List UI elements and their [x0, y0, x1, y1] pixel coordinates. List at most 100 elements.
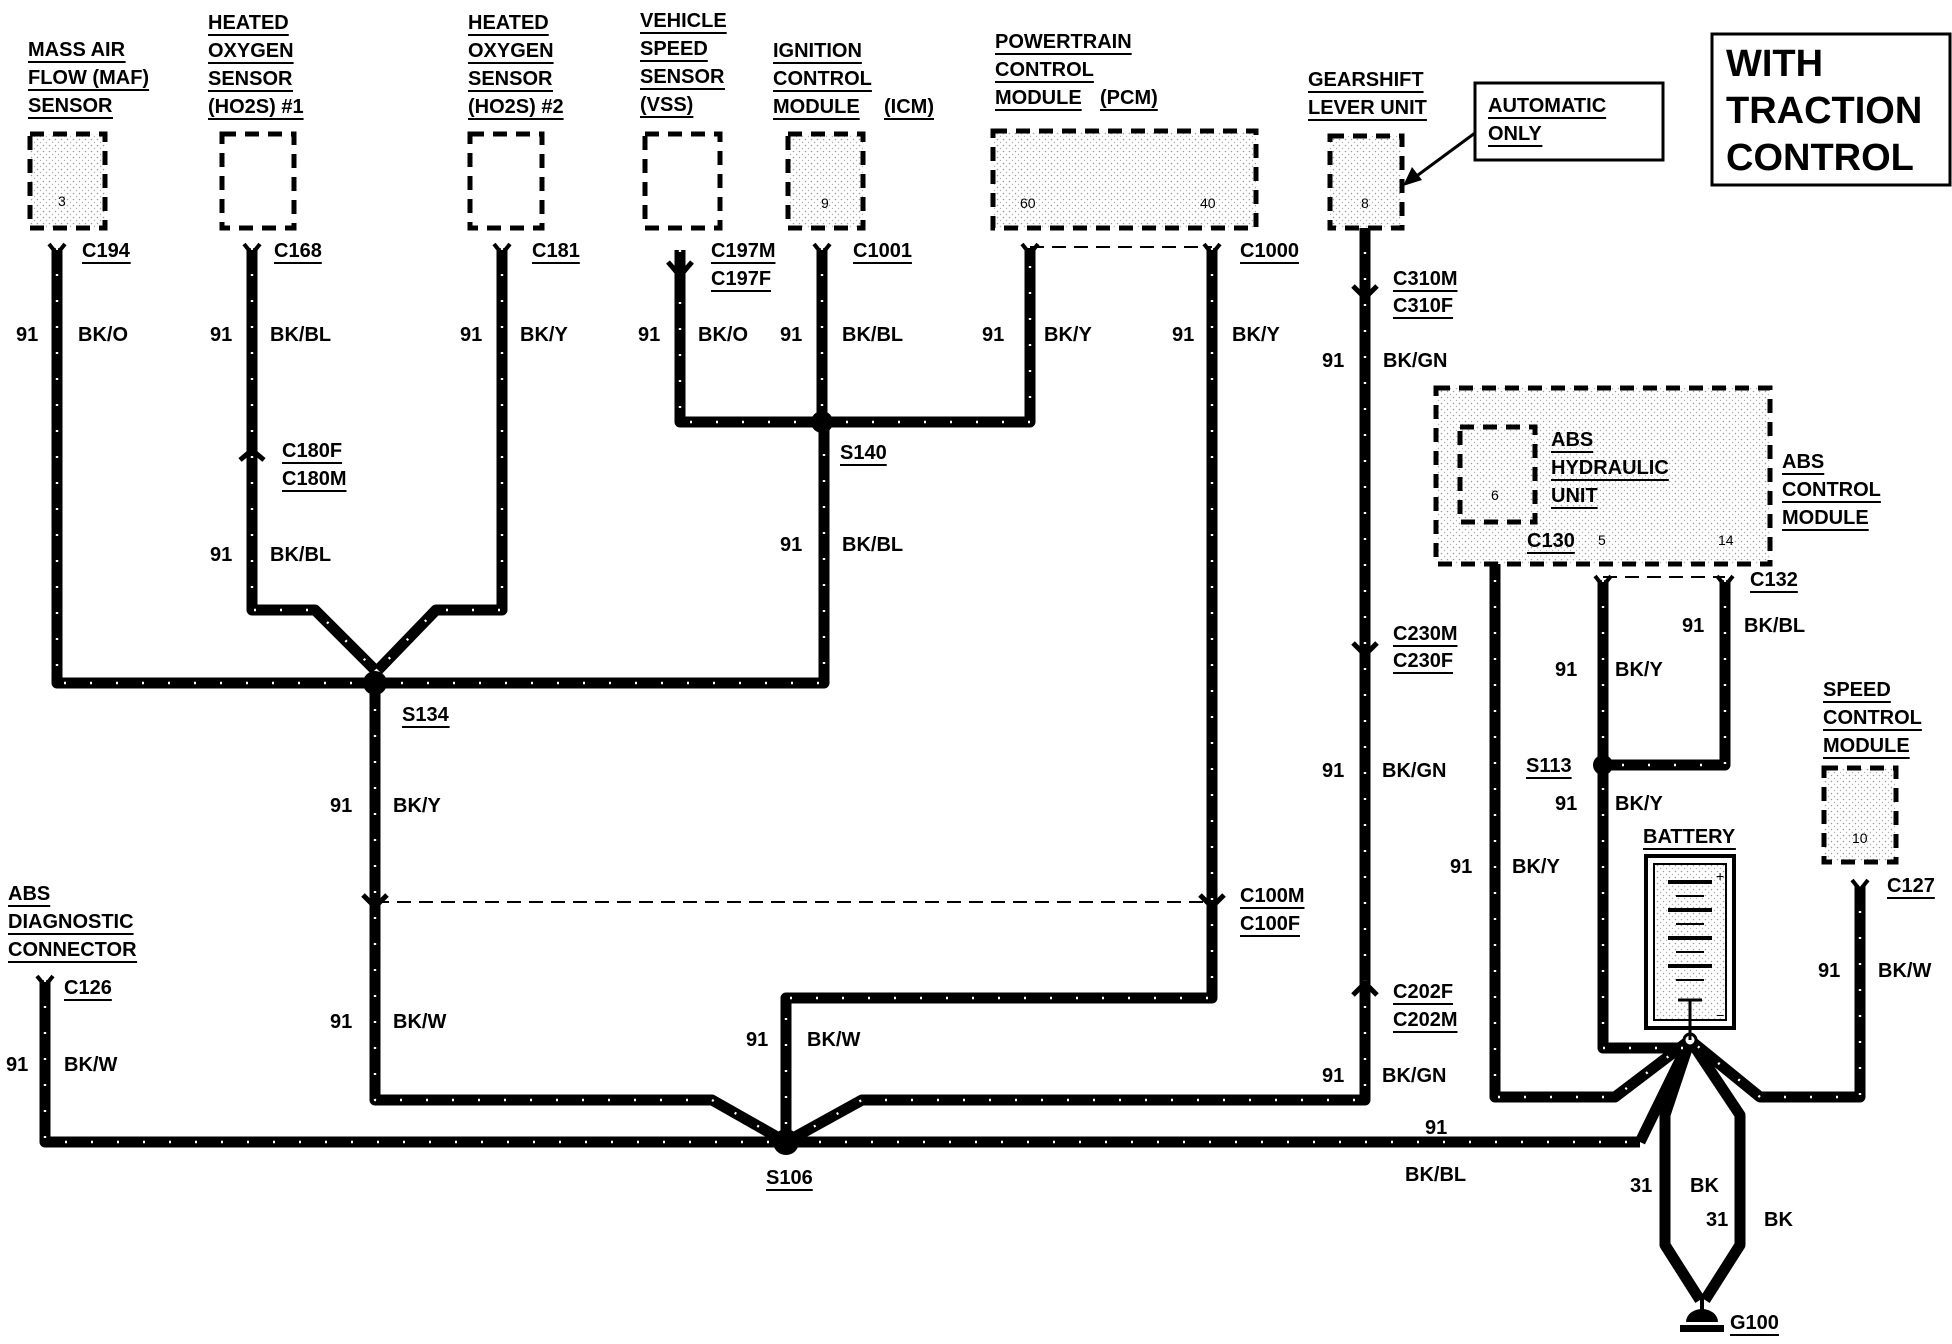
- circuit-speed-ctrl-num: 91: [1818, 960, 1840, 982]
- circuit-gear-bot-color: BK/GN: [1382, 1065, 1446, 1087]
- wire-ground2: [1685, 1036, 1746, 1303]
- abs-hydraulic-pin: 6: [1491, 487, 1499, 503]
- ho2s2-box: [467, 131, 545, 231]
- vss-label-2: SPEED: [640, 38, 708, 60]
- pcm-label-4: (PCM): [1100, 87, 1158, 109]
- note-arrow: [1403, 131, 1476, 186]
- splices: [363, 411, 1698, 1155]
- circuit-pcm40-num: 91: [1172, 324, 1194, 346]
- note-line1: AUTOMATIC: [1488, 95, 1606, 117]
- circuit-pcm60-color: BK/Y: [1044, 324, 1092, 346]
- circuit-icm-color: BK/BL: [842, 324, 903, 346]
- ho2s2-connector: C181: [532, 240, 580, 262]
- s134-label: S134: [402, 704, 450, 726]
- circuit-abs5-color: BK/Y: [1615, 659, 1663, 681]
- ho2s1-connector: C168: [274, 240, 322, 262]
- circuit-s140-down-color: BK/BL: [842, 534, 903, 556]
- circuit-maf-color: BK/O: [78, 324, 128, 346]
- s140-label: S140: [840, 442, 887, 464]
- s106-label: S106: [766, 1167, 813, 1189]
- circuit-gear-bot-num: 91: [1322, 1065, 1344, 1087]
- circuit-ho2s1-bot-num: 91: [210, 544, 232, 566]
- pcm-label-3: MODULE: [995, 87, 1082, 109]
- maf-sensor-box: [27, 131, 108, 231]
- splice-s106: [773, 1129, 799, 1155]
- vss-label-3: SENSOR: [640, 66, 725, 88]
- icm-label-1: IGNITION: [773, 40, 862, 62]
- circuit-vss-color: BK/O: [698, 324, 748, 346]
- circuit-vss-num: 91: [638, 324, 660, 346]
- circuit-s113-down-color: BK/Y: [1615, 793, 1663, 815]
- speed-control-label-3: MODULE: [1823, 735, 1910, 757]
- wire-ho2s1: [246, 248, 379, 674]
- c230-label-1: C230M: [1393, 623, 1457, 645]
- icm-connector: C1001: [853, 240, 912, 262]
- connector-ticks: [35, 242, 1870, 997]
- battery-plus: +: [1716, 868, 1724, 884]
- wire-gearshift: [783, 226, 1371, 1147]
- circuit-c100-right-color: BK/W: [807, 1029, 860, 1051]
- maf-label-2: FLOW (MAF): [28, 67, 149, 89]
- vss-connector-2: C197F: [711, 268, 771, 290]
- pcm-pin-40: 40: [1200, 195, 1216, 211]
- circuit-c100-left-color: BK/W: [393, 1011, 446, 1033]
- wire-ho2s2: [374, 248, 508, 674]
- ground-symbol: [1680, 1298, 1724, 1332]
- ho2s1-box: [219, 131, 297, 231]
- c230-label-2: C230F: [1393, 650, 1453, 672]
- circuit-s113-down-num: 91: [1555, 793, 1577, 815]
- wire-pcm40: [780, 248, 1218, 1142]
- title-box: [1710, 32, 1952, 187]
- circuit-ho2s2-color: BK/Y: [520, 324, 568, 346]
- wire-vss: [674, 248, 1036, 428]
- splice-s113: [1593, 755, 1613, 775]
- ground-label: G100: [1730, 1312, 1779, 1334]
- wire-maf: [51, 248, 375, 689]
- ho2s1-label-3: SENSOR: [208, 68, 293, 90]
- circuit-s106-right-color: BK/BL: [1405, 1164, 1466, 1186]
- abs-hydraulic-label-3: UNIT: [1551, 485, 1598, 507]
- abs-module-pin-5: 5: [1598, 532, 1606, 548]
- gearshift-label-2: LEVER UNIT: [1308, 97, 1427, 119]
- circuit-speed-ctrl-color: BK/W: [1878, 960, 1931, 982]
- circuit-abs5-num: 91: [1555, 659, 1577, 681]
- circuit-pcm40-color: BK/Y: [1232, 324, 1280, 346]
- ho2s2-label-4: (HO2S) #2: [468, 96, 564, 118]
- ho2s1-label-4: (HO2S) #1: [208, 96, 304, 118]
- wire-abs-hyd: [1489, 528, 1694, 1103]
- abs-diag-connector: C126: [64, 977, 112, 999]
- abs-module-label-3: MODULE: [1782, 507, 1869, 529]
- icm-label-4: (ICM): [884, 96, 934, 118]
- title-line3: CONTROL: [1726, 137, 1914, 179]
- vss-label-4: (VSS): [640, 94, 693, 116]
- gearshift-pin: 8: [1361, 195, 1369, 211]
- c202-label-2: C202M: [1393, 1009, 1457, 1031]
- s113-label: S113: [1526, 755, 1572, 777]
- circuit-gear-mid-num: 91: [1322, 760, 1344, 782]
- abs-hydraulic-box: [1457, 424, 1538, 525]
- battery-minus: −: [1716, 1007, 1724, 1023]
- circuit-ho2s1-bot-color: BK/BL: [270, 544, 331, 566]
- pcm-label-1: POWERTRAIN: [995, 31, 1132, 53]
- pcm-label-2: CONTROL: [995, 59, 1094, 81]
- splice-s140: [811, 411, 833, 433]
- speed-control-label-1: SPEED: [1823, 679, 1891, 701]
- maf-label-3: SENSOR: [28, 95, 113, 117]
- ho2s2-label-3: SENSOR: [468, 68, 553, 90]
- circuit-abs-hyd-num: 91: [1450, 856, 1472, 878]
- maf-label-1: MASS AIR: [28, 39, 126, 61]
- circuit-s106-right-num: 91: [1425, 1117, 1447, 1139]
- abs-hydraulic-connector: C130: [1527, 530, 1575, 552]
- circuit-abs-hyd-color: BK/Y: [1512, 856, 1560, 878]
- wire-ground1: [1659, 1038, 1705, 1303]
- circuit-diag-num: 91: [6, 1054, 28, 1076]
- abs-hydraulic-label-1: ABS: [1551, 429, 1593, 451]
- ho2s1-label-2: OXYGEN: [208, 40, 294, 62]
- wire-s134-right: [375, 422, 830, 689]
- pcm-pin-60: 60: [1020, 195, 1036, 211]
- ho2s2-label-2: OXYGEN: [468, 40, 554, 62]
- circuit-s134-down-color: BK/Y: [393, 795, 441, 817]
- circuit-pcm60-num: 91: [982, 324, 1004, 346]
- wire-s134-down: [369, 683, 789, 1147]
